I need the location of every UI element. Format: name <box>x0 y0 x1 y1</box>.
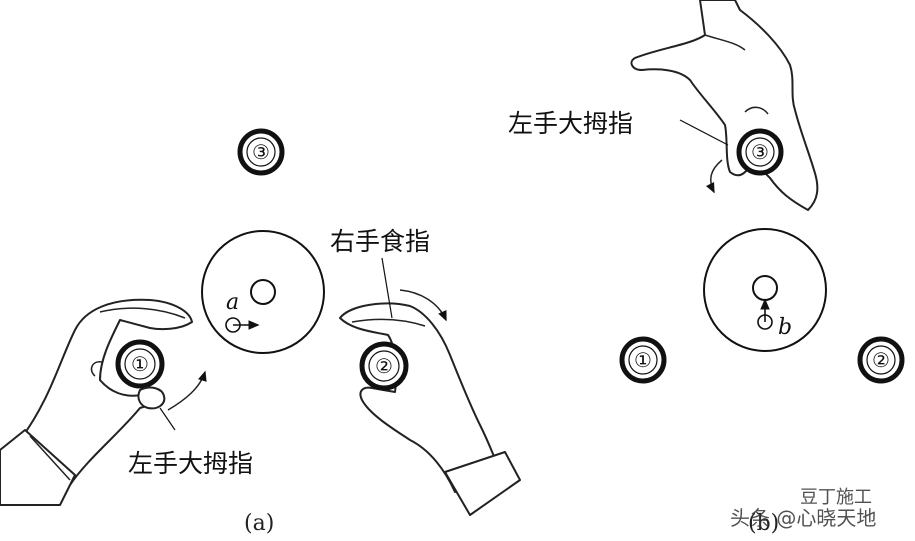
right-sleeve-a <box>444 451 521 516</box>
panel-a-rotation-arrow-right <box>399 289 447 322</box>
panel-a-disk: a <box>201 230 325 354</box>
right-hand-a <box>339 302 521 516</box>
panel-a-ball-3-number: ③ <box>252 140 270 164</box>
panel-b-caption: (b) <box>748 511 779 536</box>
panel-b-point-label: b <box>778 315 792 340</box>
panel-a-ball-3: ③ <box>237 128 285 176</box>
right-finger-leader <box>381 257 393 319</box>
panel-b-disk: b <box>703 228 827 352</box>
watermark: 豆丁施工 头条 @心晓天地 <box>730 487 876 530</box>
left-hand-a <box>0 298 193 506</box>
panel-a-ball-2: ② <box>359 341 409 391</box>
panel-a-rotation-arrow-left <box>167 370 207 411</box>
panel-b-ball-3: ③ <box>736 128 784 176</box>
panel-a-ball-1-number: ① <box>131 352 149 376</box>
panel-a-ball-2-number: ② <box>375 354 393 378</box>
panel-b-ball-1: ① <box>619 336 667 384</box>
panel-a-caption: (a) <box>244 511 274 536</box>
left-thumb-label-a: 左手大拇指 <box>128 449 253 478</box>
panel-b-ball-2: ② <box>857 336 905 384</box>
watermark-line1: 豆丁施工 <box>800 487 872 508</box>
panel-a-ball-1: ① <box>115 339 165 389</box>
left-thumb-label-b: 左手大拇指 <box>508 109 633 138</box>
left-thumb-leader-b <box>679 119 729 146</box>
right-finger-label: 右手食指 <box>330 227 430 256</box>
panel-b-ball-1-number: ① <box>634 348 652 372</box>
left-thumb-a <box>137 386 166 410</box>
panel-b-ball-2-number: ② <box>872 348 890 372</box>
left-hand-b <box>630 0 819 211</box>
panel-b-rotation-arrow <box>705 159 723 194</box>
panel-b: ③ 左手大拇指 b ① ② (b) <box>508 0 905 536</box>
panel-a: ③ a ① <box>0 128 521 536</box>
left-sleeve-a <box>0 429 76 506</box>
left-thumb-leader-a <box>159 407 176 431</box>
panel-a-point-label: a <box>226 290 239 315</box>
watermark-line2: 头条 @心晓天地 <box>730 506 876 530</box>
panel-b-ball-3-number: ③ <box>751 140 769 164</box>
